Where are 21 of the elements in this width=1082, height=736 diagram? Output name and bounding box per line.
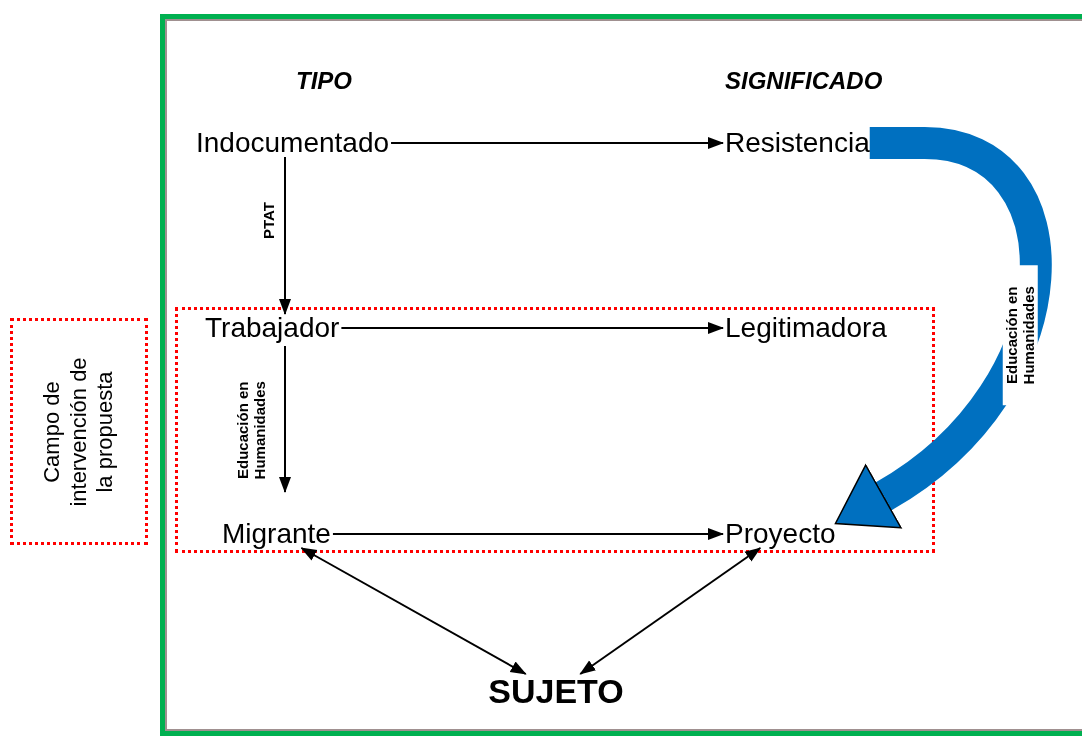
node-label: Resistencia	[725, 129, 870, 157]
arrow	[300, 547, 527, 675]
arrow	[579, 547, 762, 675]
frame-border	[160, 14, 1082, 736]
arrow	[331, 528, 724, 540]
node-label: Indocumentado	[196, 129, 390, 157]
column-heading: SIGNIFICADO	[725, 67, 883, 95]
curved-arrow	[836, 127, 1052, 528]
arrow	[279, 156, 291, 315]
node-label: Migrante	[222, 520, 331, 548]
edge-label: Educación en Humanidades	[1002, 264, 1038, 405]
arrow	[390, 137, 724, 149]
arrow	[340, 322, 724, 334]
node-label: Trabajador	[205, 314, 340, 342]
column-heading: TIPO	[296, 67, 352, 95]
arrow	[279, 345, 291, 493]
node-label: Campo de intervención de la propuesta	[39, 355, 119, 509]
dotted-note-box	[10, 318, 148, 545]
subject-label: SUJETO	[487, 674, 625, 708]
node-label: Legitimadora	[725, 314, 887, 342]
node-label: Proyecto	[725, 520, 836, 548]
